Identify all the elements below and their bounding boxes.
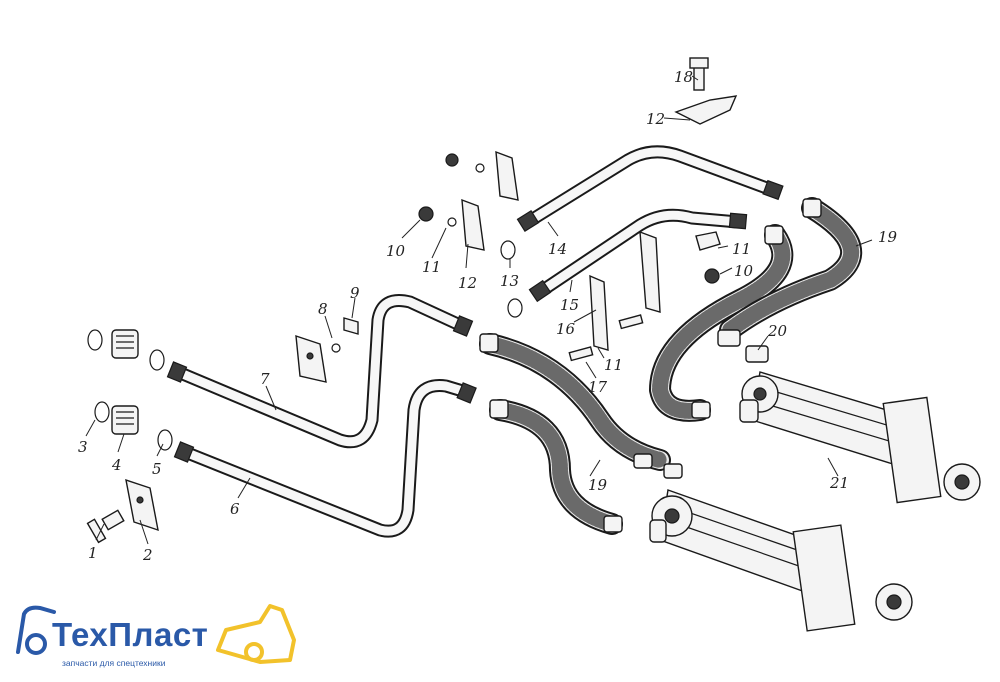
callout-17: 17 bbox=[588, 378, 608, 396]
callout-3: 3 bbox=[78, 438, 88, 456]
cylinder-21-upper bbox=[739, 371, 981, 504]
callout-11-right: 11 bbox=[732, 240, 751, 258]
callout-7: 7 bbox=[260, 370, 270, 388]
callout-10-left: 10 bbox=[386, 242, 406, 260]
o-rings bbox=[87, 240, 523, 451]
callout-labels: 1 2 3 4 5 6 7 8 9 10 11 12 13 14 15 16 1… bbox=[78, 68, 898, 564]
brackets-16 bbox=[568, 230, 721, 362]
callout-4: 4 bbox=[111, 456, 122, 474]
hose-19-lower bbox=[479, 333, 671, 535]
logo-tagline: запчасти для спецтехники bbox=[62, 658, 166, 668]
callout-12-top: 12 bbox=[646, 110, 665, 128]
clamp-8-area bbox=[295, 317, 359, 383]
callout-19-lower: 19 bbox=[588, 476, 608, 494]
callout-20: 20 bbox=[767, 322, 788, 340]
fitting-4 bbox=[111, 329, 139, 435]
callout-14: 14 bbox=[548, 240, 567, 258]
logo-brand-text: ТехПласт bbox=[52, 616, 209, 653]
clamp-2 bbox=[125, 478, 159, 532]
callout-12-left: 12 bbox=[458, 274, 477, 292]
bracket-12-left bbox=[418, 150, 519, 251]
fitting-20 bbox=[633, 329, 769, 479]
cylinder-21-lower bbox=[649, 489, 913, 632]
callout-15: 15 bbox=[560, 296, 579, 314]
bolt-1 bbox=[86, 509, 125, 544]
callout-10-right: 10 bbox=[734, 262, 754, 280]
callout-11-left: 11 bbox=[422, 258, 441, 276]
callout-2: 2 bbox=[142, 546, 153, 564]
pipe-6 bbox=[173, 379, 477, 538]
bracket-12-top bbox=[674, 57, 738, 125]
callout-11-mid: 11 bbox=[604, 356, 623, 374]
callout-13: 13 bbox=[500, 272, 519, 290]
callout-1: 1 bbox=[88, 544, 98, 562]
hose-19-upper bbox=[649, 197, 863, 422]
callout-18: 18 bbox=[674, 68, 693, 86]
pipe-14 bbox=[516, 145, 784, 233]
techplast-logo bbox=[16, 604, 296, 664]
callout-8: 8 bbox=[318, 300, 328, 318]
leader-lines bbox=[85, 75, 873, 545]
callout-19-upper: 19 bbox=[878, 228, 898, 246]
pipe-15 bbox=[528, 208, 748, 303]
pipe-7 bbox=[166, 294, 474, 449]
callout-9: 9 bbox=[350, 284, 360, 302]
callout-5: 5 bbox=[152, 460, 162, 478]
callout-21: 21 bbox=[829, 474, 849, 492]
callout-6: 6 bbox=[230, 500, 240, 518]
callout-16: 16 bbox=[556, 320, 576, 338]
